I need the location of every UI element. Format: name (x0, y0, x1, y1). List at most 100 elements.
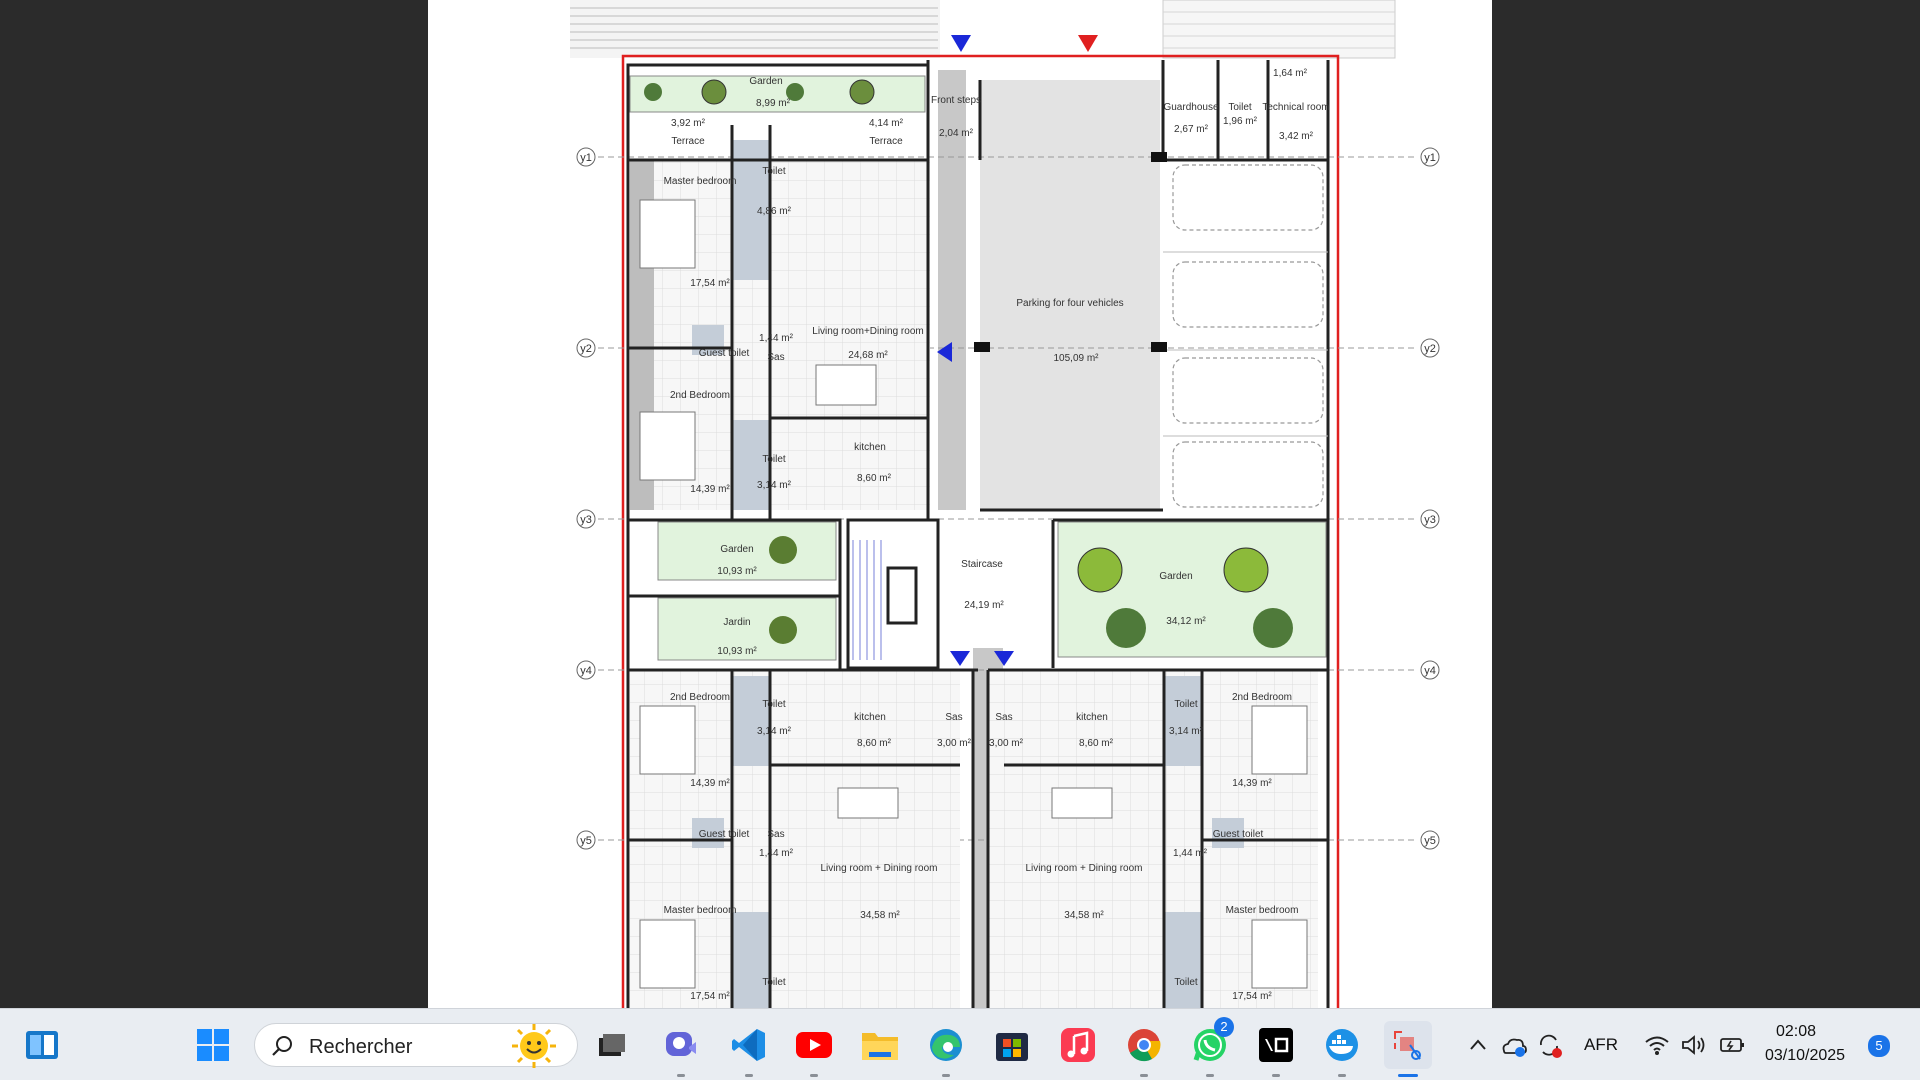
notification-badge[interactable]: 5 (1868, 1035, 1890, 1057)
room-area: 3,92 m² (671, 118, 706, 129)
chrome-button[interactable] (1120, 1021, 1168, 1077)
running-indicator (745, 1074, 753, 1077)
room-name: Toilet (762, 699, 786, 710)
vscode-icon (732, 1029, 765, 1061)
room-area: 1,44 m² (759, 848, 794, 859)
docker-button[interactable] (1318, 1021, 1366, 1077)
whatsapp-button[interactable]: 2 (1186, 1017, 1234, 1077)
file-explorer-button[interactable] (856, 1021, 904, 1069)
room-name: Terrace (869, 136, 903, 147)
room-area: 8,60 m² (1079, 738, 1114, 749)
room-name: Garden (720, 544, 753, 555)
room-name: Toilet (1228, 102, 1252, 113)
running-indicator (942, 1074, 950, 1077)
start-button[interactable] (189, 1021, 237, 1069)
room-area: 10,93 m² (717, 566, 757, 577)
axis-y1-left: y1 (580, 152, 592, 164)
room-area: 14,39 m² (690, 484, 730, 495)
edge-button[interactable] (922, 1021, 970, 1077)
whatsapp-icon (1193, 1029, 1226, 1061)
room-name: Technical room (1262, 102, 1329, 113)
room-name: Toilet (1174, 977, 1198, 988)
room-area: 4,14 m² (869, 118, 904, 129)
document-viewer: y1 y1 y2 y2 y3 y3 y4 y4 y5 y5 Garden 8,9… (428, 0, 1492, 1008)
itunes-button[interactable] (1054, 1021, 1102, 1069)
clock-date[interactable]: 03/10/2025 (1765, 1047, 1846, 1064)
onedrive-icon[interactable] (1500, 1033, 1528, 1059)
room-name: kitchen (854, 442, 886, 453)
sync-icon[interactable] (1536, 1033, 1564, 1059)
room-name: Guest toilet (699, 829, 750, 840)
room-area: 105,09 m² (1053, 353, 1099, 364)
room-name: Parking for four vehicles (1016, 298, 1123, 309)
room-area: 24,19 m² (964, 600, 1004, 611)
room-area: 34,58 m² (1064, 910, 1104, 921)
axis-y1-right: y1 (1424, 152, 1436, 164)
teams-button[interactable] (657, 1021, 705, 1077)
room-area: 10,93 m² (717, 646, 757, 657)
room-area: 34,12 m² (1166, 616, 1206, 627)
room-area: 8,60 m² (857, 738, 892, 749)
axis-y2-right: y2 (1424, 343, 1436, 355)
room-area: 34,58 m² (860, 910, 900, 921)
room-name: Master bedroom (664, 176, 737, 187)
room-name: Sas (995, 712, 1012, 723)
search-placeholder: Rechercher (309, 1036, 413, 1058)
clock-time[interactable]: 02:08 (1776, 1023, 1817, 1040)
widgets-button[interactable] (18, 1021, 66, 1069)
room-area: 2,04 m² (939, 128, 974, 139)
search-box[interactable]: Rechercher (254, 1023, 578, 1068)
axis-y3-left: y3 (580, 514, 592, 526)
room-name: Master bedroom (1226, 905, 1299, 916)
room-name: Toilet (1174, 699, 1198, 710)
room-name: Living room+Dining room (812, 326, 923, 337)
battery-icon[interactable] (1718, 1033, 1748, 1057)
room-name: Jardin (723, 617, 750, 628)
running-indicator (1140, 1074, 1148, 1077)
running-indicator (677, 1074, 685, 1077)
youtube-icon (796, 1032, 832, 1058)
room-area: 1,96 m² (1223, 116, 1258, 127)
room-name: 2nd Bedroom (1232, 692, 1292, 703)
youtube-button[interactable] (790, 1021, 838, 1077)
room-name: 2nd Bedroom (670, 390, 730, 401)
language-indicator[interactable]: AFR (1584, 1035, 1618, 1054)
edge-icon (930, 1029, 962, 1061)
wifi-icon[interactable] (1644, 1033, 1670, 1057)
room-name: kitchen (1076, 712, 1108, 723)
room-area: 24,68 m² (848, 350, 888, 361)
chevron-up-icon[interactable] (1468, 1035, 1488, 1055)
widgets-icon (26, 1031, 58, 1059)
vscode-button[interactable] (725, 1021, 773, 1077)
axis-y5-right: y5 (1424, 835, 1436, 847)
docker-icon (1326, 1029, 1358, 1061)
room-name: Toilet (762, 977, 786, 988)
axis-y5-left: y5 (580, 835, 592, 847)
running-indicator (1206, 1074, 1214, 1077)
axis-y3-right: y3 (1424, 514, 1436, 526)
room-name: Staircase (961, 559, 1003, 570)
volume-icon[interactable] (1680, 1033, 1708, 1057)
floor-plan: y1 y1 y2 y2 y3 y3 y4 y4 y5 y5 Garden 8,9… (570, 0, 1440, 1008)
room-area: 3,14 m² (757, 480, 792, 491)
room-area: 14,39 m² (1232, 778, 1272, 789)
taskbar: Rechercher (0, 1008, 1920, 1080)
microsoft-store-button[interactable] (988, 1021, 1036, 1069)
room-area: 3,00 m² (989, 738, 1024, 749)
axis-y2-left: y2 (580, 343, 592, 355)
teams-icon (666, 1032, 696, 1056)
room-area: 8,99 m² (756, 98, 791, 109)
room-name: Toilet (762, 454, 786, 465)
snipping-tool-button[interactable] (1384, 1021, 1432, 1077)
windows-logo-icon (197, 1029, 229, 1061)
task-view-button[interactable] (588, 1021, 636, 1069)
room-name: Guardhouse (1163, 102, 1218, 113)
room-name: 2nd Bedroom (670, 692, 730, 703)
room-name: 17,54 m² (1232, 991, 1272, 1002)
v0-logo-icon (1259, 1028, 1293, 1062)
store-icon (996, 1033, 1028, 1061)
room-area: 1,44 m² (1173, 848, 1208, 859)
room-area: 3,00 m² (937, 738, 972, 749)
v0-button[interactable] (1252, 1021, 1300, 1077)
room-area: 14,39 m² (690, 778, 730, 789)
